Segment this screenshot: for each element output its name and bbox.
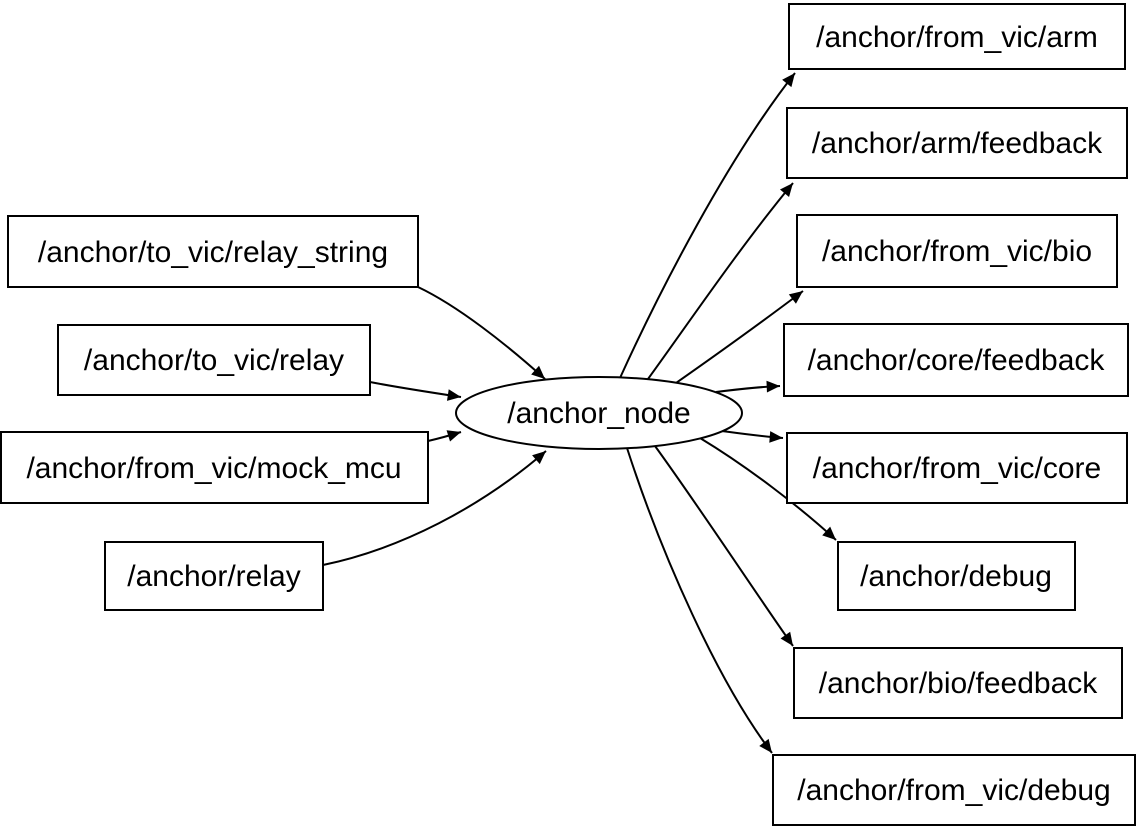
topic-rect <box>57 324 371 396</box>
edge-anchor_relay-to-anchor_node <box>322 450 547 566</box>
topic-rect <box>104 541 324 611</box>
topic-rect <box>786 107 1128 179</box>
topic-label: /anchor/from_vic/debug <box>797 774 1111 807</box>
topic-box-bio_feedback: /anchor/bio/feedback <box>793 647 1123 719</box>
topic-label: /anchor/core/feedback <box>808 344 1106 377</box>
topic-label: /anchor/from_vic/mock_mcu <box>26 452 401 485</box>
edge-anchor_node-to-core_feedback <box>715 380 781 393</box>
topic-box-anchor_debug: /anchor/debug <box>837 541 1076 611</box>
topic-rect <box>0 431 429 504</box>
node-label: /anchor_node <box>507 397 691 430</box>
topic-box-anchor_relay: /anchor/relay <box>104 541 324 611</box>
edge-to_vic_relay_string-to-anchor_node <box>417 286 546 380</box>
edge-group-inputs <box>322 286 547 566</box>
topic-box-from_vic_arm: /anchor/from_vic/arm <box>788 3 1126 70</box>
topic-box-from_vic_core: /anchor/from_vic/core <box>786 432 1128 504</box>
node-anchor_node: /anchor_node <box>455 376 743 450</box>
node-ellipse <box>455 376 743 450</box>
edge-anchor_node-to-from_vic_debug <box>626 447 773 754</box>
topic-box-to_vic_relay: /anchor/to_vic/relay <box>57 324 371 396</box>
edge-anchor_node-to-from_vic_core <box>721 430 784 443</box>
topic-rect <box>786 432 1128 504</box>
topic-rect <box>837 541 1076 611</box>
topic-box-from_vic_debug: /anchor/from_vic/debug <box>772 754 1136 826</box>
topic-box-from_vic_bio: /anchor/from_vic/bio <box>796 214 1118 288</box>
topic-box-arm_feedback: /anchor/arm/feedback <box>786 107 1128 179</box>
edge-group-outputs <box>619 72 837 754</box>
edge-to_vic_relay-to-anchor_node <box>369 381 462 401</box>
topic-rect <box>783 323 1129 397</box>
topic-box-from_vic_mock_mcu: /anchor/from_vic/mock_mcu <box>0 431 429 504</box>
topic-box-core_feedback: /anchor/core/feedback <box>783 323 1129 397</box>
edge-from_vic_mock_mcu-to-anchor_node <box>427 430 462 442</box>
topic-rect <box>788 3 1126 70</box>
topic-label: /anchor/arm/feedback <box>812 127 1103 160</box>
topic-rect <box>793 647 1123 719</box>
topic-label: /anchor/debug <box>860 560 1052 593</box>
topic-label: /anchor/relay <box>127 560 300 593</box>
topic-rect <box>796 214 1118 288</box>
edge-anchor_node-to-bio_feedback <box>654 445 794 647</box>
edge-anchor_node-to-arm_feedback <box>647 182 794 380</box>
edge-anchor_node-to-anchor_debug <box>699 437 837 541</box>
topic-rect <box>7 215 419 288</box>
topic-label: /anchor/bio/feedback <box>819 667 1099 700</box>
topic-label: /anchor/from_vic/arm <box>816 21 1098 54</box>
topic-rect <box>772 754 1136 826</box>
topic-label: /anchor/to_vic/relay <box>84 344 344 377</box>
edge-anchor_node-to-from_vic_bio <box>675 290 804 384</box>
topic-label: /anchor/to_vic/relay_string <box>38 236 388 269</box>
edge-anchor_node-to-from_vic_arm <box>619 72 796 379</box>
topic-label: /anchor/from_vic/core <box>813 452 1101 485</box>
topic-label: /anchor/from_vic/bio <box>822 235 1092 268</box>
topic-box-to_vic_relay_string: /anchor/to_vic/relay_string <box>7 215 419 288</box>
